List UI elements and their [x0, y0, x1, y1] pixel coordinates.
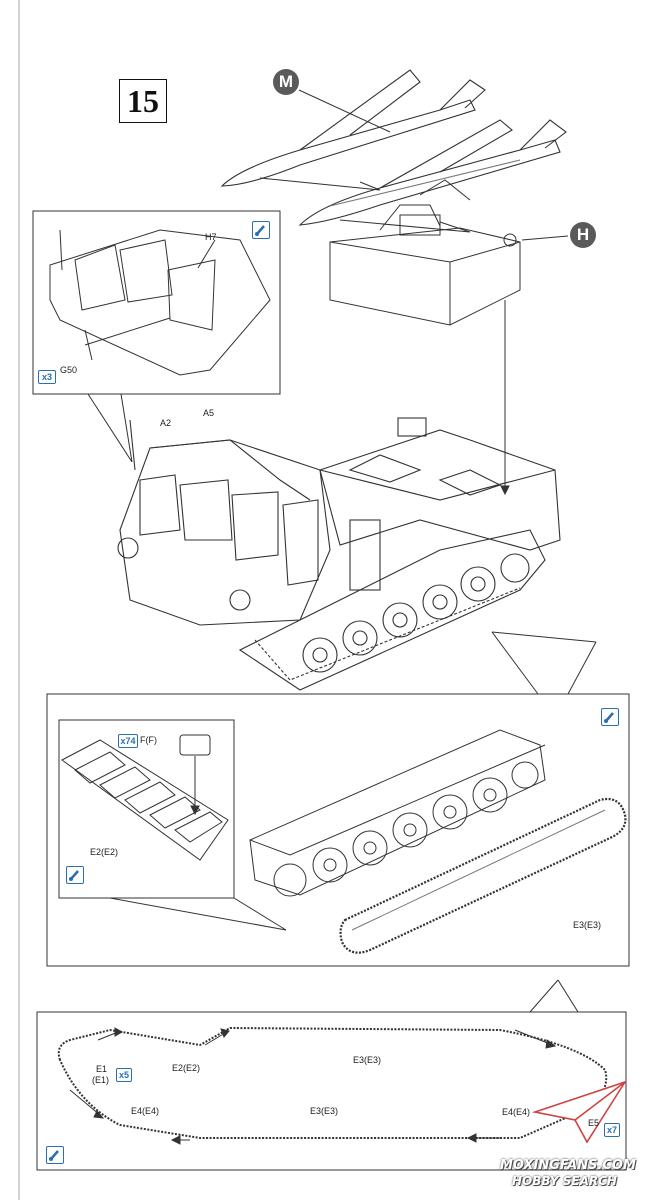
suspension-drawing	[249, 729, 627, 954]
watermark-line1: MOXINGFANS.COM	[500, 1158, 636, 1173]
quantity-badge-icon: x7	[604, 1123, 620, 1137]
label-e1: E1	[96, 1064, 108, 1074]
label-e4-left: E4(E4)	[131, 1106, 160, 1116]
track-direction-arrows	[69, 1027, 601, 1145]
missile-assembly	[220, 69, 567, 233]
label-f: F(F)	[140, 735, 157, 745]
label-e3-top: E3(E3)	[353, 1055, 382, 1065]
callout-m: M	[273, 69, 299, 95]
label-g50: G50	[60, 365, 78, 375]
watermark-line2: HOBBY SEARCH	[512, 1174, 617, 1188]
label-e3-bottom: E3(E3)	[310, 1106, 339, 1116]
track-link-drawing	[61, 734, 229, 861]
launcher-base	[329, 179, 521, 326]
label-e2: E2(E2)	[90, 847, 119, 857]
label-a2: A2	[160, 418, 172, 428]
track-run-diagram	[57, 1026, 608, 1139]
main-vehicle	[117, 417, 561, 691]
paint-brush-icon	[252, 221, 270, 239]
quantity-badge-icon: x74	[118, 734, 138, 748]
paint-brush-icon	[601, 708, 619, 726]
label-h7: H7	[205, 232, 217, 242]
label-a5: A5	[203, 408, 215, 418]
label-e2-bottom: E2(E2)	[172, 1063, 201, 1073]
label-e4-right: E4(E4)	[502, 1107, 531, 1117]
label-e5: E5	[588, 1118, 600, 1128]
paint-brush-icon	[46, 1146, 64, 1164]
callout-h: H	[570, 222, 596, 248]
label-e1-paren: (E1)	[92, 1075, 110, 1085]
paint-brush-icon	[66, 866, 84, 884]
inset-cab-drawing	[49, 229, 271, 376]
quantity-badge-icon: x3	[38, 370, 56, 384]
paper-plane-icon	[531, 1080, 627, 1144]
step-number: 15	[119, 79, 167, 123]
quantity-badge-icon: x5	[116, 1068, 132, 1082]
label-e3: E3(E3)	[573, 920, 602, 930]
